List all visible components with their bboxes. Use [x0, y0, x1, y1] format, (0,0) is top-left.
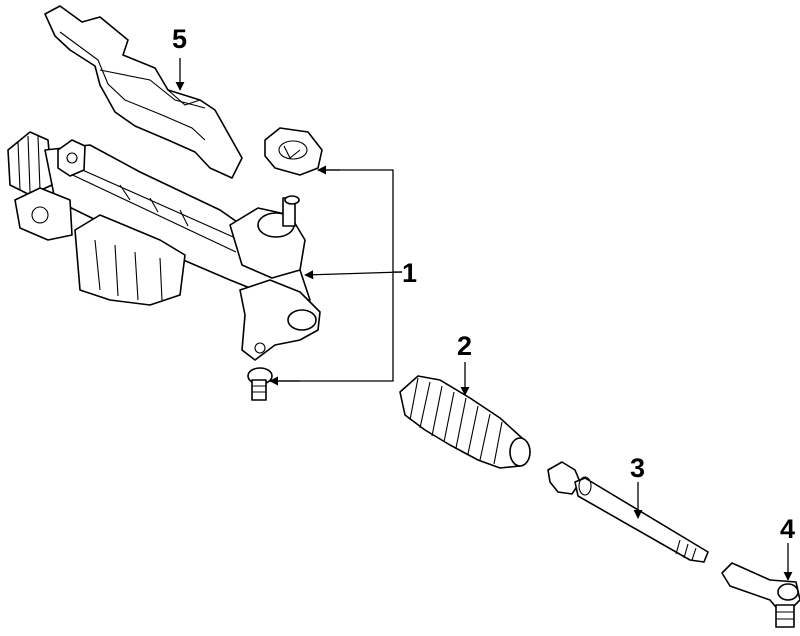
rack-boot-part: [399, 375, 531, 469]
callout-1: 1: [402, 258, 417, 288]
leader-1-mid: [304, 270, 403, 280]
heat-shield-part: [44, 5, 243, 179]
callout-4: 4: [780, 514, 795, 544]
tie-rod-end-part: [721, 562, 800, 628]
mount-bolt-part: [247, 367, 273, 401]
leader-lines: [175, 58, 793, 581]
callout-3: 3: [630, 453, 645, 483]
mount-bushing-part: [264, 127, 323, 176]
callout-5: 5: [172, 24, 187, 54]
inner-tie-rod-part: [547, 461, 709, 563]
leader-1-bracket: [270, 169, 394, 382]
callout-2: 2: [457, 331, 472, 361]
rack-and-pinion-assembly: [7, 131, 321, 361]
